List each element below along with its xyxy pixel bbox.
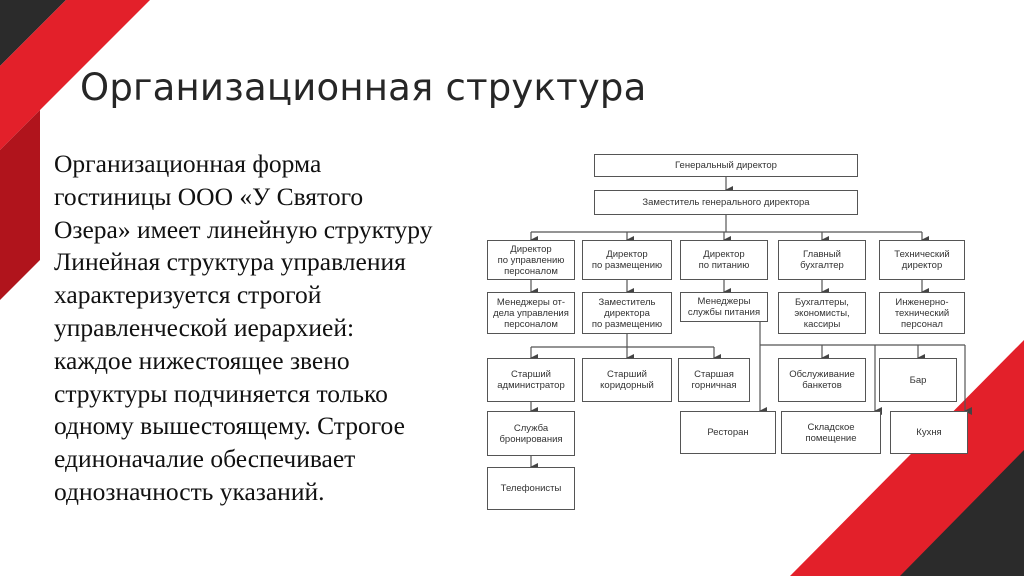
slide-body-text: Организационная форма гостиницы ООО «У С… (54, 149, 433, 506)
org-box-booking: Служба бронирования (487, 411, 575, 456)
org-box-deputy-director: Заместитель генерального директора (594, 190, 858, 215)
org-box-director-food: Директор по питанию (680, 240, 768, 280)
org-box-restaurant: Ресторан (680, 411, 776, 454)
slide-title: Организационная структура (80, 66, 647, 109)
bottom-right-dark-triangle (900, 450, 1024, 576)
org-box-food-managers: Менеджеры службы питания (680, 292, 768, 322)
org-box-director-lodging: Директор по размещению (582, 240, 672, 280)
org-box-banquet-service: Обслуживание банкетов (778, 358, 866, 402)
org-box-technical-director: Технический директор (879, 240, 965, 280)
org-box-senior-corridor: Старший коридорный (582, 358, 672, 402)
org-box-senior-maid: Старшая горничная (678, 358, 750, 402)
org-box-accountants: Бухгалтеры, экономисты, кассиры (778, 292, 866, 334)
org-box-general-director: Генеральный директор (594, 154, 858, 177)
org-box-kitchen: Кухня (890, 411, 968, 454)
org-box-operators: Телефонисты (487, 467, 575, 510)
left-red-strip (0, 110, 40, 300)
org-box-engineering-staff: Инженерно- технический персонал (879, 292, 965, 334)
org-box-director-personnel: Директор по управлению персоналом (487, 240, 575, 280)
org-box-senior-admin: Старший администратор (487, 358, 575, 402)
org-box-chief-accountant: Главный бухгалтер (778, 240, 866, 280)
org-box-storage: Складское помещение (781, 411, 881, 454)
org-box-personnel-managers: Менеджеры от- дела управления персоналом (487, 292, 575, 334)
org-box-deputy-lodging: Заместитель директора по размещению (582, 292, 672, 334)
org-box-bar: Бар (879, 358, 957, 402)
